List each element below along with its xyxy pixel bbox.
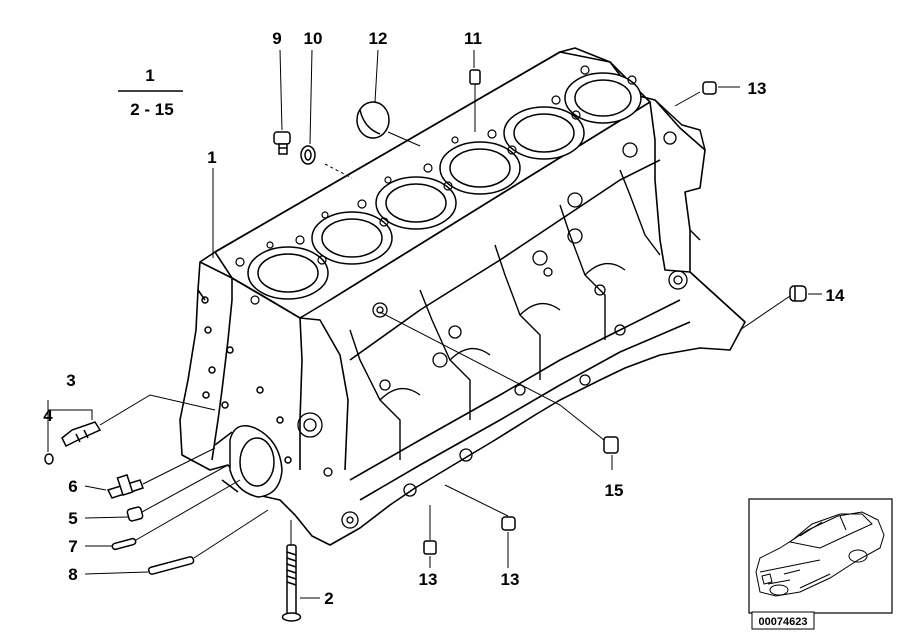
- leader-lines: [47, 49, 822, 599]
- callout-1: 1: [207, 148, 216, 167]
- rear-flange: [654, 99, 746, 323]
- dowel-11: [469, 69, 481, 85]
- dowel-13-bottom-a: [423, 540, 437, 555]
- callout-13-bottom-b: 13: [501, 570, 520, 589]
- pressure-switch-3: [61, 421, 102, 448]
- ref-range: 2 - 15: [130, 100, 173, 119]
- stud-bolt-2: [281, 544, 302, 622]
- lower-rail: [349, 299, 691, 501]
- front-plate: [197, 261, 233, 461]
- skirt: [329, 101, 691, 361]
- engine-block: [179, 47, 746, 546]
- dowel-pin-7: [111, 537, 137, 551]
- plug-14: [789, 285, 807, 302]
- reference-header: 1 2 - 15: [118, 66, 183, 119]
- callout-5: 5: [68, 509, 77, 528]
- callout-3: 3: [66, 371, 75, 390]
- image-id: 00074623: [759, 616, 808, 628]
- callout-4: 4: [43, 406, 53, 425]
- callout-12: 12: [369, 29, 388, 48]
- seal-ring-10: [300, 145, 316, 165]
- image-id-box: [751, 611, 815, 630]
- callout-2: 2: [324, 589, 333, 608]
- callout-11: 11: [464, 29, 482, 48]
- loose-parts: [44, 69, 807, 622]
- sleeve-15: [603, 436, 619, 454]
- front-housing: [201, 296, 292, 498]
- deck-holes: [235, 65, 637, 305]
- callout-10: 10: [304, 29, 323, 48]
- callout-7: 7: [68, 537, 77, 556]
- callout-13-bottom-a: 13: [419, 570, 438, 589]
- expansion-plug-12: [356, 101, 390, 139]
- cylinder-bores: [247, 72, 642, 300]
- callout-8: 8: [68, 565, 77, 584]
- screw-plug-9: [273, 131, 291, 155]
- callout-13-top: 13: [748, 79, 767, 98]
- bearing-webs: [349, 169, 661, 460]
- long-pin-8: [147, 556, 195, 575]
- sleeve-5: [126, 506, 144, 522]
- callout-9: 9: [272, 29, 281, 48]
- washer-4: [44, 453, 54, 465]
- screw-6: [106, 473, 144, 499]
- callout-labels: 1 9 10 12 11 13 14 15 13 13 3 4 6 5 7 8 …: [43, 29, 845, 608]
- car-sketch: [755, 511, 885, 597]
- vehicle-thumbnail: 00074623: [748, 498, 893, 630]
- dowel-13-bottom-b: [501, 516, 516, 531]
- front-face: [231, 277, 349, 471]
- callout-15: 15: [605, 481, 624, 500]
- dowel-13-top: [702, 81, 717, 95]
- callout-6: 6: [68, 477, 77, 496]
- callout-14: 14: [826, 286, 845, 305]
- ref-number: 1: [145, 66, 154, 85]
- side-bosses: [297, 131, 688, 529]
